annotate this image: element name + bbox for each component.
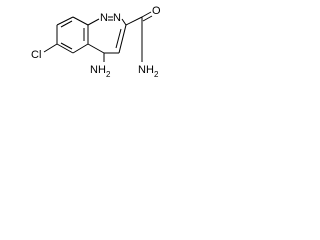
bond-carbonyl-o (141, 11, 152, 18)
bond-c8a-c8 (72, 16, 89, 26)
bond-c3-carbonyl (125, 16, 143, 26)
bond-c8a-n1 (87, 18, 100, 26)
bond-c4a-link (87, 43, 105, 54)
atom-label-n1: N (100, 12, 108, 24)
bond-c8-c7 (56, 16, 74, 26)
bond-c5-c4a (72, 43, 89, 54)
atom-label-amine-sub: 2 (106, 70, 111, 79)
bond-c6-cl (43, 43, 58, 53)
atom-label-n2: N (113, 12, 121, 24)
atom-label-amide-sub: 2 (154, 70, 159, 79)
cinnoline-structure-diagram: N N Cl N H 2 O N H 2 (31, 5, 161, 79)
pyridazine-ring (87, 16, 127, 54)
double-bond-c3-c4 (115, 28, 122, 49)
carboxamide-substituent (125, 11, 153, 62)
atom-label-amine-h: H (98, 64, 106, 76)
double-bond-c6-c5 (60, 42, 73, 50)
chloro-substituent (43, 43, 58, 53)
double-bond-carbonyl-o (142, 15, 153, 22)
double-bond-c8-c7 (60, 20, 73, 28)
atom-label-amide-o: O (152, 5, 161, 17)
atom-label-cl: Cl (31, 49, 41, 61)
atom-label-amine-n: N (90, 64, 98, 76)
bond-c3-c4 (118, 24, 127, 54)
atom-label-amide-n: N (138, 64, 146, 76)
bond-c6-c5 (56, 43, 74, 54)
benzene-ring (56, 16, 89, 54)
atom-label-amide-h: H (146, 64, 154, 76)
bond-n2-c3 (121, 18, 127, 26)
